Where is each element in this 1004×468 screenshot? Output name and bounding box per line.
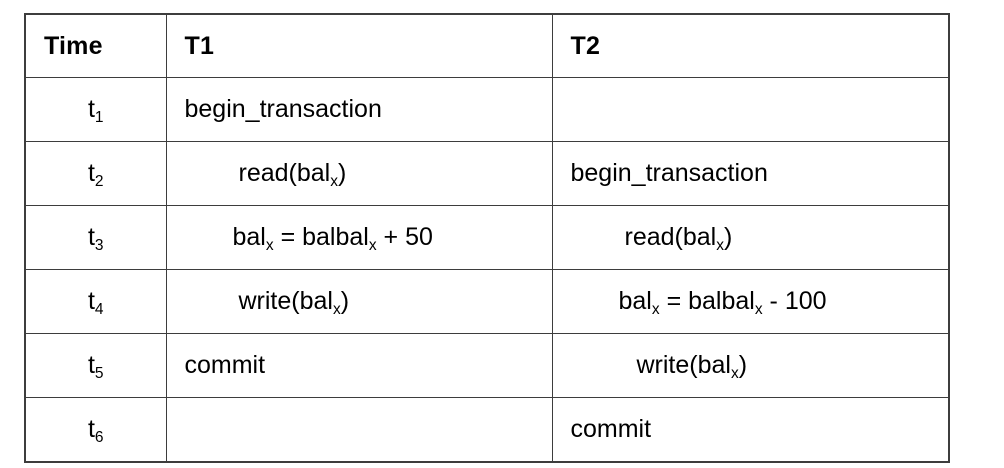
table-row: t3 balx = balbalx + 50 read(balx) <box>24 205 950 270</box>
subscript: x <box>330 172 338 190</box>
transaction-t1-cell: balx = balbalx + 50 <box>165 205 553 270</box>
transaction-t1-cell: read(balx) <box>165 141 553 206</box>
subscript: 5 <box>94 364 104 382</box>
table-body: t1 begin_transaction t2 read(balx) begin_tra… <box>24 77 950 462</box>
operation-text: write(balx) <box>238 287 350 318</box>
time-step-cell: t3 <box>24 205 167 270</box>
operation-text: commit <box>570 414 652 443</box>
column-header-time: Time <box>24 13 167 78</box>
operation-text: begin_transaction <box>570 159 768 187</box>
header-row: Time T1 T2 <box>24 13 950 78</box>
operation-text: begin_transaction <box>184 95 382 123</box>
table-header: Time T1 T2 <box>24 13 950 78</box>
time-step-label: t3 <box>87 223 104 254</box>
subscript: x <box>730 364 739 382</box>
table-row: t4 write(balx) balx = balbalx - 100 <box>24 269 950 334</box>
subscript: 2 <box>94 172 104 190</box>
subscript: 6 <box>94 428 104 446</box>
subscript: 1 <box>94 108 104 126</box>
column-header-t2: T2 <box>551 13 950 78</box>
operation-text: read(balx) <box>624 223 733 254</box>
operation-text: balx = balbalx + 50 <box>232 223 433 254</box>
table-row: t6 commit <box>24 397 950 462</box>
table-row: t1 begin_transaction <box>24 77 950 142</box>
table-row: t5 commit write(balx) <box>24 333 950 398</box>
transaction-t2-cell <box>551 77 950 142</box>
table-row: t2 read(balx) begin_transaction <box>24 141 950 206</box>
subscript: x <box>754 300 763 318</box>
transaction-t1-cell <box>165 397 553 462</box>
column-header-t1: T1 <box>165 13 553 78</box>
transaction-t2-cell: commit <box>551 397 950 462</box>
time-step-cell: t5 <box>24 333 167 398</box>
subscript: x <box>332 300 341 318</box>
transaction-t1-cell: begin_transaction <box>165 77 553 142</box>
subscript: x <box>716 236 724 254</box>
operation-text: balx = balbalx - 100 <box>618 287 827 318</box>
transaction-t2-cell: balx = balbalx - 100 <box>551 269 950 334</box>
time-step-label: t6 <box>87 414 104 446</box>
time-step-cell: t2 <box>24 141 167 206</box>
time-step-label: t5 <box>87 351 104 382</box>
subscript: x <box>651 300 660 318</box>
time-step-cell: t1 <box>24 77 167 142</box>
subscript: x <box>368 236 377 254</box>
time-step-label: t1 <box>87 95 104 126</box>
subscript: 4 <box>94 300 104 318</box>
schedule-table-container: Time T1 T2 t1 begin_transaction t2 read(bal… <box>24 13 950 463</box>
subscript: x <box>265 236 274 254</box>
subscript: 3 <box>94 236 104 254</box>
time-step-cell: t6 <box>24 397 167 462</box>
operation-text: write(balx) <box>636 351 748 382</box>
time-step-label: t2 <box>87 159 104 190</box>
transaction-schedule-table: Time T1 T2 t1 begin_transaction t2 read(bal… <box>24 13 950 463</box>
time-step-label: t4 <box>87 287 104 318</box>
operation-text: read(balx) <box>238 159 347 190</box>
transaction-t2-cell: begin_transaction <box>551 141 950 206</box>
transaction-t1-cell: write(balx) <box>165 269 553 334</box>
operation-text: commit <box>184 351 266 379</box>
time-step-cell: t4 <box>24 269 167 334</box>
transaction-t1-cell: commit <box>165 333 553 398</box>
transaction-t2-cell: write(balx) <box>551 333 950 398</box>
transaction-t2-cell: read(balx) <box>551 205 950 270</box>
